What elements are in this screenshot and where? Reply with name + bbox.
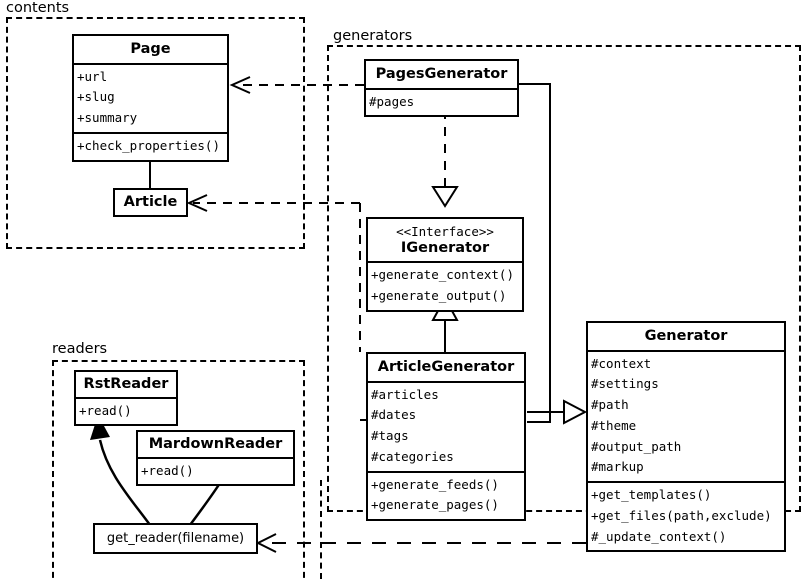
class-igenerator-stereotype: <<Interface>> [396,224,494,239]
class-page[interactable]: Page +url +slug +summary +check_properti… [72,34,229,162]
class-article-generator-sep-2 [368,470,524,473]
class-mardown-reader[interactable]: MardownReader +read() [136,430,295,487]
method: +generate_feeds() [371,476,499,492]
method: +generate_pages() [371,497,499,513]
class-page-sep-2 [74,131,227,134]
class-page-sep-1 [74,62,227,65]
method: +generate_context() [371,267,514,283]
method: #_update_context() [591,528,727,544]
class-article-generator-methods: +generate_feeds() +generate_pages() [368,473,524,520]
class-mardown-reader-title: MardownReader [148,436,283,452]
class-igenerator-name: IGenerator [400,239,490,256]
package-generators-label: generators [331,28,415,44]
attribute: #tags [371,428,409,443]
class-igenerator-title: <<Interface>> IGenerator [368,219,522,261]
attribute: #settings [591,376,659,392]
attribute: #output_path [591,438,682,454]
attribute: #articles [371,386,439,402]
class-article-generator[interactable]: ArticleGenerator #articles #dates #tags … [366,352,526,521]
attribute: +url [77,68,108,84]
class-rst-reader-sep-1 [76,396,176,399]
attribute: +summary [77,110,138,125]
class-generator[interactable]: Generator #context #settings #path #them… [586,321,786,553]
class-pages-generator-title: PagesGenerator [375,66,508,82]
package-readers-label: readers [50,341,110,357]
attribute: #dates [371,407,417,423]
attribute: #markup [591,459,644,475]
class-generator-attributes: #context #settings #path #theme #output_… [588,352,784,482]
method: +generate_output() [371,287,507,303]
class-article-title: Article [123,194,178,210]
attribute: #categories [371,448,454,464]
attribute: #path [591,397,629,412]
class-pages-generator[interactable]: PagesGenerator #pages [364,59,519,118]
class-article-generator-attributes: #articles #dates #tags #categories [368,383,524,471]
package-contents-frame [6,17,305,249]
package-generators-frame [327,45,801,512]
method: +get_templates() [591,487,712,502]
class-rst-reader[interactable]: RstReader +read() [74,370,178,427]
class-page-methods: +check_properties() [74,134,227,160]
class-rst-reader-methods: +read() [76,399,176,425]
method: +check_properties() [77,137,220,153]
class-generator-methods: +get_templates() +get_files(path,exclude… [588,483,784,550]
class-article-generator-title: ArticleGenerator [377,359,515,375]
method: +read() [141,462,194,478]
class-generator-sep-2 [588,481,784,483]
function-get-reader-label: get_reader(filename) [106,531,245,546]
class-igenerator-methods: +generate_context() +generate_output() [368,263,522,310]
package-readers-frame [52,360,305,579]
class-article[interactable]: Article [113,188,188,217]
method: +get_files(path,exclude) [591,507,772,523]
class-mardown-reader-methods: +read() [138,459,293,485]
class-page-title: Page [130,41,171,57]
class-pages-generator-attributes: #pages [366,90,517,116]
class-article-generator-sep-1 [368,380,524,383]
attribute: #theme [591,417,637,433]
class-igenerator-sep-1 [368,261,522,264]
attribute: +slug [77,89,115,105]
attribute: #context [591,355,652,371]
attribute: #pages [369,93,415,109]
outer-frame-left-stub [320,480,322,579]
class-page-attributes: +url +slug +summary [74,65,227,132]
class-generator-title: Generator [644,328,728,344]
function-get-reader[interactable]: get_reader(filename) [93,523,258,554]
class-generator-sep-1 [588,349,784,352]
class-rst-reader-title: RstReader [83,376,169,392]
package-contents-label: contents [4,0,72,16]
class-mardown-reader-sep-1 [138,456,293,459]
class-igenerator[interactable]: <<Interface>> IGenerator +generate_conte… [366,217,524,312]
method: +read() [79,402,132,418]
class-pages-generator-sep-1 [366,87,517,90]
